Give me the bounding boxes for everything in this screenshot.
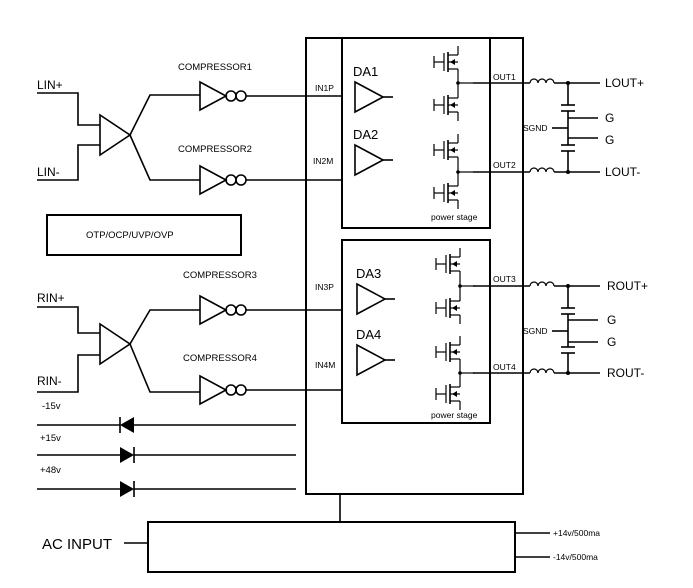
ground-label-4: G (607, 335, 616, 349)
psu-plus-label: +14v/500ma (553, 528, 600, 538)
rin-plus-label: RIN+ (37, 291, 65, 305)
da1-amplifier (354, 80, 393, 114)
rail-minus15-label: -15v (42, 401, 61, 412)
rout-minus-label: ROUT- (607, 366, 644, 380)
power-stage-box-right (341, 239, 491, 424)
lout-minus-label: LOUT- (605, 165, 640, 179)
rail-minus15 (37, 417, 296, 433)
psu-wiring (124, 532, 550, 558)
da3-label: DA3 (356, 266, 381, 281)
out2-label: OUT2 (493, 160, 516, 170)
left-output-filter (473, 78, 600, 174)
in1p-label: IN1P (315, 83, 334, 93)
in2m-label: IN2M (313, 156, 333, 166)
da2-label: DA2 (353, 127, 378, 142)
lout-plus-label: LOUT+ (605, 76, 644, 90)
compressor1-label: COMPRESSOR1 (178, 62, 252, 73)
rail-plus48-label: +48v (40, 465, 61, 476)
ground-label-1: G (605, 111, 614, 125)
sgnd-label-right: SGND (523, 326, 548, 336)
mosfet-transistors (433, 46, 475, 410)
lin-plus-label: LIN+ (37, 78, 63, 92)
in4m-label: IN4M (315, 360, 335, 370)
protection-box (46, 214, 242, 256)
protection-label: OTP/OCP/UVP/OVP (86, 230, 174, 241)
ground-label-2: G (605, 133, 614, 147)
right-input-section (37, 306, 200, 393)
ac-input-label: AC INPUT (42, 536, 112, 553)
psu-box (147, 521, 516, 573)
lin-minus-label: LIN- (37, 165, 60, 179)
rail-plus15 (37, 447, 296, 463)
right-output-filter (473, 281, 600, 375)
power-stage-label-right: power stage (431, 410, 478, 420)
rail-plus48 (37, 481, 296, 497)
da1-label: DA1 (353, 64, 378, 79)
compressor4-label: COMPRESSOR4 (183, 353, 257, 364)
in3p-label: IN3P (315, 282, 334, 292)
out3-label: OUT3 (493, 274, 516, 284)
power-stage-label-left: power stage (431, 212, 478, 222)
compressor-1 (199, 80, 342, 112)
da3-amplifier (356, 282, 395, 316)
out4-label: OUT4 (493, 362, 516, 372)
da4-label: DA4 (356, 327, 381, 342)
compressor-4 (199, 374, 342, 406)
da4-amplifier (356, 343, 395, 377)
sgnd-label-left: SGND (523, 123, 548, 133)
compressor-3 (199, 294, 342, 326)
psu-minus-label: -14v/500ma (553, 552, 598, 562)
rin-minus-label: RIN- (37, 374, 62, 388)
ground-label-3: G (607, 313, 616, 327)
rout-plus-label: ROUT+ (607, 279, 648, 293)
da2-amplifier (354, 143, 393, 177)
left-input-section (37, 92, 200, 181)
out1-label: OUT1 (493, 72, 516, 82)
compressor3-label: COMPRESSOR3 (183, 270, 257, 281)
rail-plus15-label: +15v (40, 433, 61, 444)
compressor2-label: COMPRESSOR2 (178, 144, 252, 155)
power-stage-box-left (341, 37, 491, 229)
compressor-2 (199, 164, 342, 196)
